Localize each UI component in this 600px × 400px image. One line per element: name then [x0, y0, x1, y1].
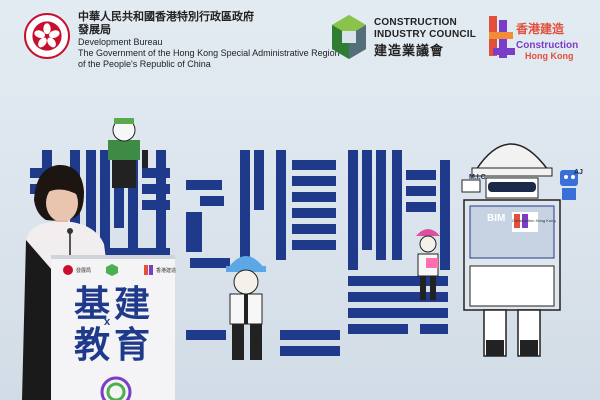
cic-hexagon-logo-icon	[332, 15, 366, 59]
worker-figure-pink-helmet	[416, 229, 440, 300]
hk-construction-en2: Hong Kong	[525, 51, 574, 61]
development-bureau-text: 中華人民共和國香港特別行政區政府 發展局 Development Bureau …	[78, 11, 340, 70]
robot-chest-banner-text: Construction Hong Kong	[512, 218, 556, 223]
hk-construction-en1: Construction	[516, 40, 579, 51]
db-zh-line2: 發展局	[78, 24, 111, 36]
cic-en-line1: CONSTRUCTION	[374, 17, 457, 28]
cic-en-line2: INDUSTRY COUNCIL	[374, 29, 477, 40]
mic-label: M.I.C	[469, 174, 486, 181]
hksar-bauhinia-emblem-icon	[24, 13, 70, 59]
podium-logo-icons	[63, 264, 153, 276]
podium-title-line2: 教育	[73, 324, 154, 365]
podium-title-line1: 基建	[73, 283, 154, 324]
construction-hong-kong-logo-icon	[489, 16, 515, 58]
db-zh-line1: 中華人民共和國香港特別行政區政府	[78, 11, 254, 23]
podium-logo-hk-text: 香港建造	[156, 268, 177, 274]
podium-logo-db-text: 發展局	[76, 268, 92, 274]
ai-robot-label: AJ	[574, 169, 583, 176]
bim-label: BIM	[487, 213, 506, 224]
podium-title-x: x	[104, 316, 111, 328]
worker-figure-middle	[226, 256, 266, 360]
robot-worker-figure-right	[461, 143, 578, 357]
db-en-line1: Development Bureau	[78, 37, 163, 47]
cic-zh: 建造業議會	[374, 43, 445, 58]
hk-construction-zh: 香港建造	[516, 22, 565, 36]
cic-wordmark: CONSTRUCTION INDUSTRY COUNCIL 建造業議會	[374, 17, 476, 59]
podium-swirl-logo-icon	[100, 376, 132, 400]
worker-figure-left	[108, 118, 148, 188]
podium	[51, 255, 175, 400]
stylised-character-glyphs	[30, 150, 450, 356]
db-en-line3: of the People's Republic of China	[78, 59, 211, 69]
db-en-line2: The Government of the Hong Kong Special …	[78, 48, 340, 58]
podium-sponsor-logos: 發展局 香港建造	[60, 263, 176, 277]
